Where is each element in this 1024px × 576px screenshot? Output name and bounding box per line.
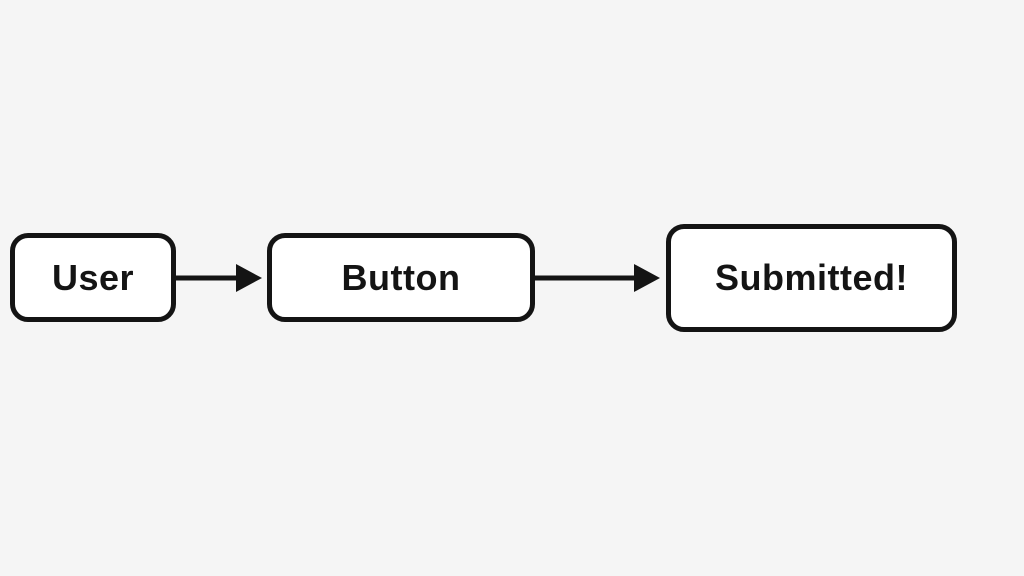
node-submitted: Submitted! (666, 224, 957, 332)
node-button: Button (267, 233, 535, 322)
node-user: User (10, 233, 176, 322)
node-submitted-label: Submitted! (715, 257, 908, 298)
node-user-label: User (51, 256, 135, 298)
node-button-label: Button (341, 256, 461, 298)
arrow-user-to-button (174, 264, 262, 292)
arrow-button-to-submitted (535, 264, 660, 292)
